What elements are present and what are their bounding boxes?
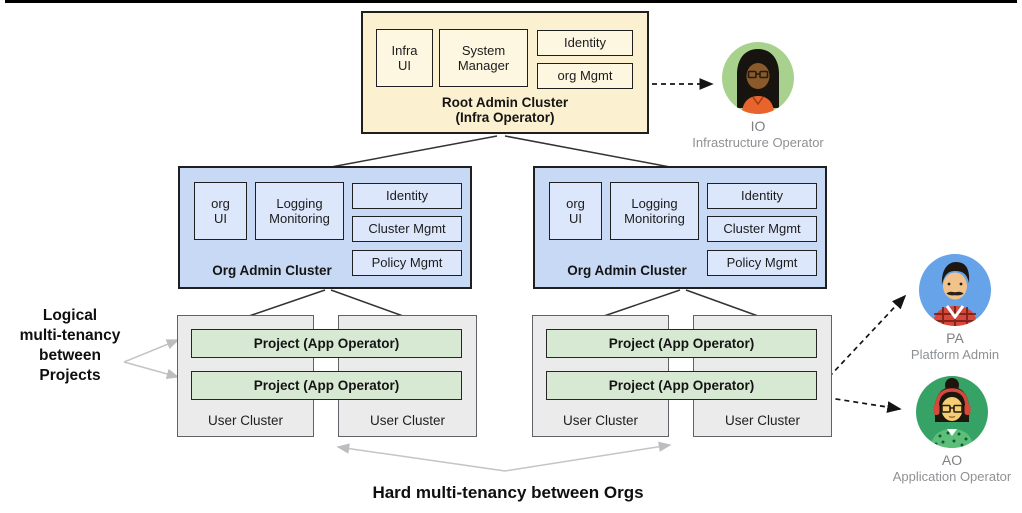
- persona-pa: PA Platform Admin: [875, 254, 1022, 362]
- gray-arrow-orgs-left: [336, 443, 506, 472]
- wire-orgleft-to-uc1: [248, 289, 326, 317]
- project-bar: Project (App Operator): [546, 371, 817, 400]
- module-policy-mgmt: Policy Mgmt: [707, 250, 817, 276]
- io-avatar-icon: [722, 42, 794, 114]
- module-identity: Identity: [352, 183, 462, 209]
- project-bar: Project (App Operator): [191, 371, 462, 400]
- persona-role: Infrastructure Operator: [692, 135, 824, 150]
- persona-role: Platform Admin: [910, 347, 1000, 362]
- module-system-manager: System Manager: [439, 29, 528, 87]
- project-bar: Project (App Operator): [191, 329, 462, 358]
- pa-avatar-icon: [919, 254, 991, 326]
- wire-orgleft-to-uc2: [330, 289, 404, 317]
- wire-root-to-org-right: [504, 135, 671, 168]
- persona-io: IO Infrastructure Operator: [678, 42, 838, 150]
- wire-orgright-to-uc3: [603, 289, 681, 317]
- top-border-line: [5, 0, 1017, 3]
- persona-initials: IO: [750, 118, 766, 134]
- module-infra-ui: Infra UI: [376, 29, 433, 87]
- module-org-ui: org UI: [194, 182, 247, 240]
- persona-ao: AO Application Operator: [872, 376, 1022, 484]
- persona-initials: PA: [946, 330, 964, 346]
- gray-arrow-orgs-right: [504, 441, 672, 472]
- user-cluster-label: User Cluster: [369, 413, 445, 428]
- user-cluster-label: User Cluster: [562, 413, 638, 428]
- org-admin-cluster-title: Org Admin Cluster: [212, 263, 332, 278]
- org-admin-cluster-title: Org Admin Cluster: [567, 263, 687, 278]
- module-org-mgmt: org Mgmt: [537, 63, 633, 89]
- module-logging-monitoring: Logging Monitoring: [255, 182, 344, 240]
- logical-multitenancy-label: Logical multi-tenancy between Projects: [19, 307, 121, 384]
- root-admin-cluster-box: Infra UI System Manager Identity org Mgm…: [361, 11, 649, 134]
- wire-root-to-org-left: [330, 135, 498, 168]
- module-identity: Identity: [707, 183, 817, 209]
- wire-orgright-to-uc4: [685, 289, 759, 317]
- hard-multitenancy-label: Hard multi-tenancy between Orgs: [372, 483, 644, 502]
- ao-avatar-icon: [916, 376, 988, 448]
- module-org-ui: org UI: [549, 182, 602, 240]
- persona-role: Application Operator: [892, 469, 1012, 484]
- module-identity: Identity: [537, 30, 633, 56]
- module-logging-monitoring: Logging Monitoring: [610, 182, 699, 240]
- org-admin-cluster-box-left: org UI Logging Monitoring Identity Clust…: [178, 166, 472, 289]
- root-admin-cluster-title: Root Admin Cluster (Infra Operator): [441, 95, 569, 125]
- module-cluster-mgmt: Cluster Mgmt: [707, 216, 817, 242]
- module-policy-mgmt: Policy Mgmt: [352, 250, 462, 276]
- user-cluster-label: User Cluster: [724, 413, 800, 428]
- org-admin-cluster-box-right: org UI Logging Monitoring Identity Clust…: [533, 166, 827, 289]
- persona-initials: AO: [941, 452, 963, 468]
- user-cluster-label: User Cluster: [207, 413, 283, 428]
- module-cluster-mgmt: Cluster Mgmt: [352, 216, 462, 242]
- project-bar: Project (App Operator): [546, 329, 817, 358]
